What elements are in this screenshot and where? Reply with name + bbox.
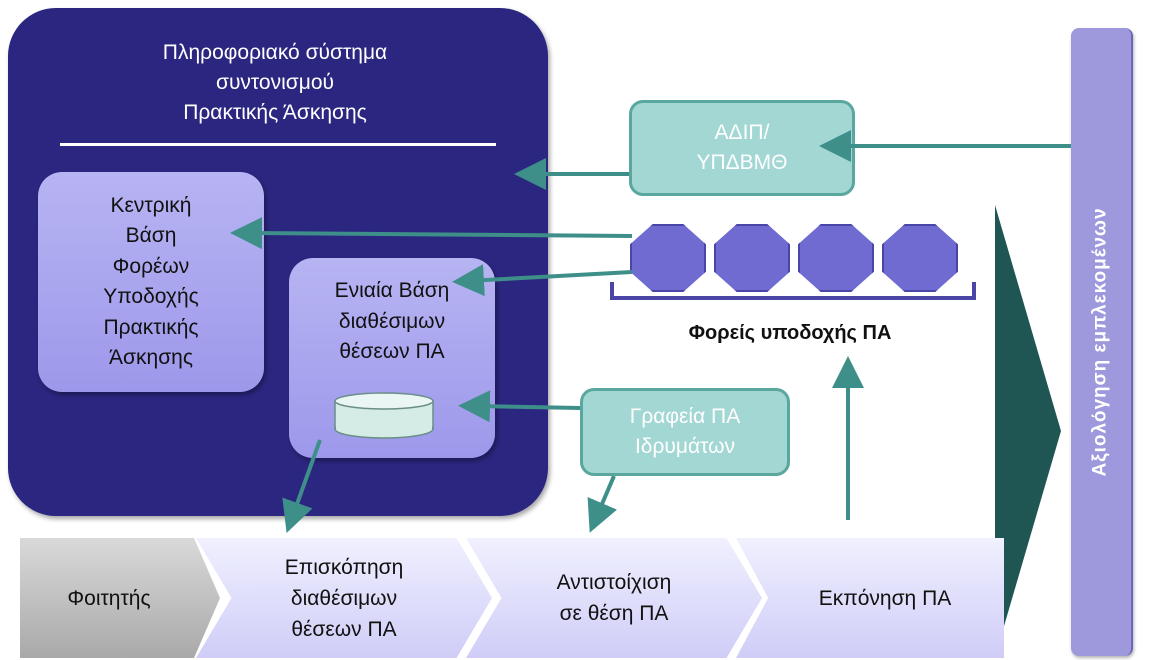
host-octagon-icon bbox=[882, 224, 958, 292]
host-octagon-icon bbox=[798, 224, 874, 292]
process-step-match: Αντιστοίχιση σε θέση ΠΑ bbox=[466, 538, 762, 658]
title-divider bbox=[60, 143, 496, 146]
hosts-label: Φορείς υποδοχής ΠΑ bbox=[688, 322, 892, 344]
coordination-system-title: Πληροφοριακό σύστημα συντονισμού Πρακτικ… bbox=[162, 41, 388, 124]
process-step-execute: Εκπόνηση ΠΑ bbox=[736, 538, 1004, 658]
process-step-student-label: Φοιτητής bbox=[67, 586, 151, 610]
arrow-offices-to-match bbox=[587, 475, 618, 533]
flow-triangle-shape bbox=[995, 205, 1061, 657]
host-octagon-icon bbox=[714, 224, 790, 292]
evaluation-bar bbox=[1071, 28, 1133, 656]
hosts-bracket bbox=[610, 282, 976, 300]
host-octagon-icon bbox=[630, 224, 706, 292]
adip-box: ΑΔΙΠ/ ΥΠΔΒΜΘ bbox=[629, 100, 855, 196]
process-step-browse-label: Επισκόπηση διαθέσιμων θέσεων ΠΑ bbox=[284, 555, 404, 641]
unified-positions-database-box: Ενιαία Βάση διαθέσιμων θέσεων ΠΑ bbox=[289, 258, 495, 458]
unified-db-label: Ενιαία Βάση διαθέσιμων θέσεων ΠΑ bbox=[334, 279, 450, 363]
process-step-browse: Επισκόπηση διαθέσιμων θέσεων ΠΑ bbox=[196, 538, 492, 658]
process-step-match-label: Αντιστοίχιση σε θέση ΠΑ bbox=[556, 571, 672, 625]
institution-offices-box: Γραφεία ΠΑ Ιδρυμάτων bbox=[580, 388, 790, 476]
database-cylinder-icon bbox=[334, 392, 434, 439]
evaluation-label: Αξιολόγηση εμπλεκομένων bbox=[1090, 207, 1111, 477]
central-hosts-database-box: Κεντρική Βάση Φορέων Υποδοχής Πρακτικής … bbox=[38, 172, 264, 392]
process-step-execute-label: Εκπόνηση ΠΑ bbox=[818, 586, 952, 610]
process-step-student: Φοιτητής bbox=[20, 538, 220, 658]
evaluation-label-wrap: Αξιολόγηση εμπλεκομένων bbox=[1071, 28, 1131, 656]
